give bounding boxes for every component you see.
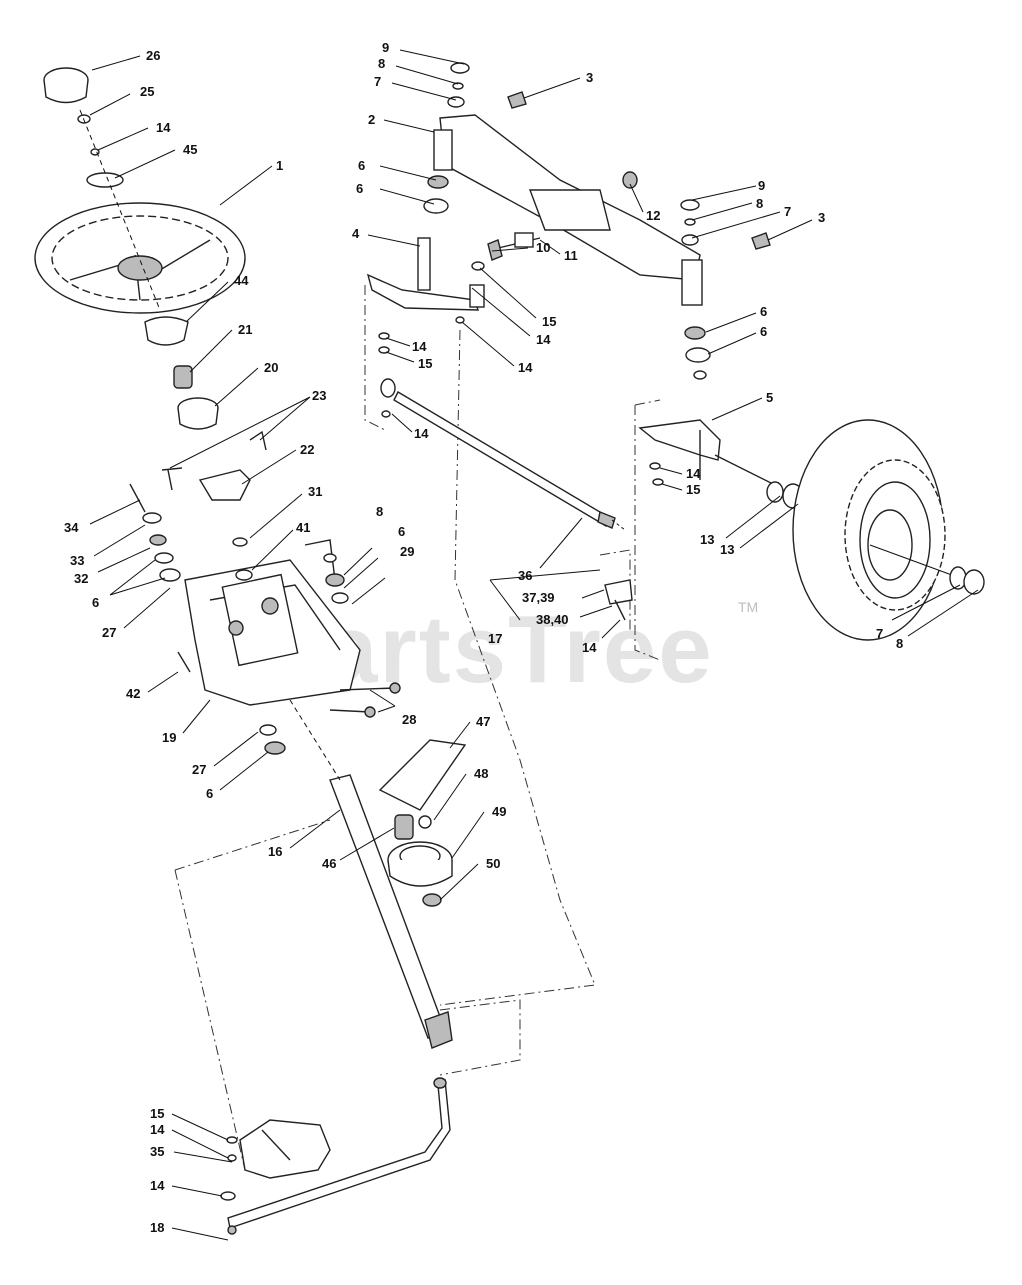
callout-7b: 7 <box>784 204 791 219</box>
adapter-21 <box>173 365 193 389</box>
callout-23: 23 <box>312 388 326 403</box>
callout-9a: 9 <box>382 40 389 55</box>
front-axle-group <box>366 62 804 621</box>
assembly-outlines <box>174 285 661 1171</box>
callout-8d: 8 <box>896 636 903 651</box>
callout-6g: 6 <box>760 324 767 339</box>
callout-12: 12 <box>646 208 660 223</box>
callout-44: 44 <box>234 273 249 288</box>
callout-6b: 6 <box>206 786 213 801</box>
callout-35: 35 <box>150 1144 164 1159</box>
callout-25: 25 <box>140 84 154 99</box>
callout-37-39: 37,39 <box>522 590 555 605</box>
callout-18: 18 <box>150 1220 164 1235</box>
idler-pulley-group <box>378 739 467 907</box>
callout-21: 21 <box>238 322 252 337</box>
callout-46: 46 <box>322 856 336 871</box>
callout-28: 28 <box>402 712 416 727</box>
watermark-trademark: TM <box>738 599 758 615</box>
callout-6e: 6 <box>356 181 363 196</box>
callout-16: 16 <box>268 844 282 859</box>
callout-10: 10 <box>536 240 550 255</box>
nut-50 <box>422 893 442 907</box>
tie-rod-36 <box>393 391 611 527</box>
callout-49: 49 <box>492 804 506 819</box>
callout-1: 1 <box>276 158 283 173</box>
pedal-plate-35 <box>239 1119 331 1179</box>
callout-14d: 14 <box>414 426 429 441</box>
steering-bracket-group <box>129 430 401 755</box>
callout-15a: 15 <box>542 314 556 329</box>
callout-6d: 6 <box>358 158 365 173</box>
callout-14a: 14 <box>536 332 551 347</box>
callout-6f: 6 <box>760 304 767 319</box>
bushing-44 <box>144 316 189 346</box>
callout-13b: 13 <box>720 542 734 557</box>
callout-14b: 14 <box>518 360 533 375</box>
drag-link-group <box>220 1077 451 1235</box>
callout-14: 14 <box>156 120 171 135</box>
callout-45: 45 <box>183 142 197 157</box>
callout-27a: 27 <box>102 625 116 640</box>
callout-14c: 14 <box>412 339 427 354</box>
callout-8a: 8 <box>376 504 383 519</box>
callout-5: 5 <box>766 390 773 405</box>
callout-27b: 27 <box>192 762 206 777</box>
callout-42: 42 <box>126 686 140 701</box>
callout-9b: 9 <box>758 178 765 193</box>
leader-lines <box>89 49 979 1241</box>
callout-labels: 26 25 14 45 1 44 21 20 23 22 31 41 34 33… <box>64 40 903 1235</box>
callout-3a: 3 <box>586 70 593 85</box>
callout-31: 31 <box>308 484 322 499</box>
callout-19: 19 <box>162 730 176 745</box>
callout-41: 41 <box>296 520 310 535</box>
callout-14f: 14 <box>582 640 597 655</box>
steering-wheel-group <box>34 67 246 430</box>
callout-7c: 7 <box>876 626 883 641</box>
callout-8b: 8 <box>378 56 385 71</box>
callout-15d: 15 <box>150 1106 164 1121</box>
callout-32: 32 <box>74 571 88 586</box>
callout-48: 48 <box>474 766 488 781</box>
idler-arm-47 <box>378 739 467 811</box>
callout-29: 29 <box>400 544 414 559</box>
callout-6c: 6 <box>398 524 405 539</box>
callout-6a: 6 <box>92 595 99 610</box>
callout-4: 4 <box>352 226 360 241</box>
callout-47: 47 <box>476 714 490 729</box>
callout-20: 20 <box>264 360 278 375</box>
spindle-5 <box>638 419 721 461</box>
callout-26: 26 <box>146 48 160 63</box>
callout-11: 11 <box>564 248 578 263</box>
callout-13a: 13 <box>700 532 714 547</box>
callout-7a: 7 <box>374 74 381 89</box>
callout-33: 33 <box>70 553 84 568</box>
callout-17: 17 <box>488 631 502 646</box>
callout-22: 22 <box>300 442 314 457</box>
callout-2: 2 <box>368 112 375 127</box>
callout-14h: 14 <box>150 1178 165 1193</box>
callout-14e: 14 <box>686 466 701 481</box>
steering-shaft-16 <box>289 699 453 1049</box>
callout-14g: 14 <box>150 1122 165 1137</box>
callout-15b: 15 <box>418 356 432 371</box>
callout-15c: 15 <box>686 482 700 497</box>
callout-38-40: 38,40 <box>536 612 569 627</box>
wheel-tire-group <box>792 419 985 641</box>
callout-34: 34 <box>64 520 79 535</box>
washer-45 <box>86 172 124 188</box>
callout-50: 50 <box>486 856 500 871</box>
callout-8c: 8 <box>756 196 763 211</box>
support-22 <box>198 469 251 501</box>
spacer-46 <box>394 814 414 840</box>
callout-3b: 3 <box>818 210 825 225</box>
callout-36: 36 <box>518 568 532 583</box>
